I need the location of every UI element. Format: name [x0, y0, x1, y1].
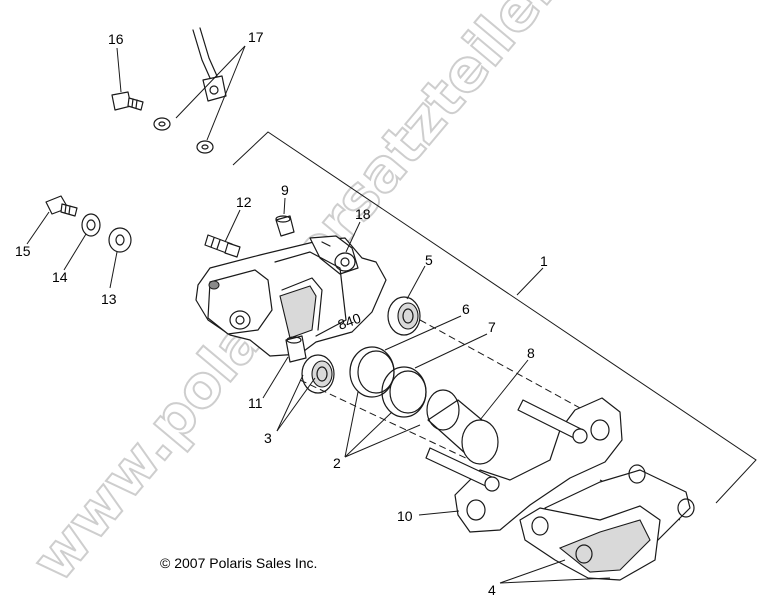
callout-2: 2: [333, 455, 341, 471]
callout-3: 3: [264, 430, 272, 446]
bleeder-screw-12: [204, 234, 241, 258]
dust-boot-3-left: [301, 354, 335, 394]
washer-14: [81, 213, 101, 237]
sealing-washer-upper: [153, 117, 171, 131]
callout-15: 15: [15, 243, 31, 259]
callout-10: 10: [397, 508, 413, 524]
piston-seal-6: [349, 346, 395, 398]
callout-17: 17: [248, 29, 264, 45]
callout-14: 14: [52, 269, 68, 285]
callout-16: 16: [108, 31, 124, 47]
callout-8: 8: [527, 345, 535, 361]
callout-12: 12: [236, 194, 252, 210]
copyright-notice: © 2007 Polaris Sales Inc.: [160, 555, 317, 571]
assembly-outline: [232, 131, 757, 504]
leader-lines: [26, 45, 611, 584]
piston-8: [426, 389, 499, 465]
brake-pad-front: [519, 505, 661, 581]
sealing-washer-lower: [196, 140, 214, 154]
callout-1: 1: [540, 253, 548, 269]
bolt-16: [111, 91, 144, 111]
caliper-marking: 840: [336, 310, 364, 333]
brake-line-fitting: [192, 27, 227, 102]
callout-13: 13: [101, 291, 117, 307]
bolt-15: [45, 195, 78, 217]
washer-13: [108, 227, 132, 253]
bleeder-cap-9: [275, 215, 295, 237]
callout-11: 11: [248, 395, 263, 411]
dust-boot-5: [387, 296, 421, 336]
callout-labels: 16 17 9 12 18 15 14 13 5 1 6 7 8 11 3 2 …: [15, 29, 548, 598]
guide-pin-11: [285, 335, 307, 363]
callout-5: 5: [425, 252, 433, 268]
callout-9: 9: [281, 182, 289, 198]
callout-6: 6: [462, 301, 470, 317]
piston-seal-7: [381, 366, 427, 418]
caliper-body: 840: [195, 235, 387, 357]
callout-18: 18: [355, 206, 371, 222]
mounting-bracket-10: [425, 397, 623, 533]
callout-7: 7: [488, 319, 496, 335]
callout-4: 4: [488, 582, 496, 598]
